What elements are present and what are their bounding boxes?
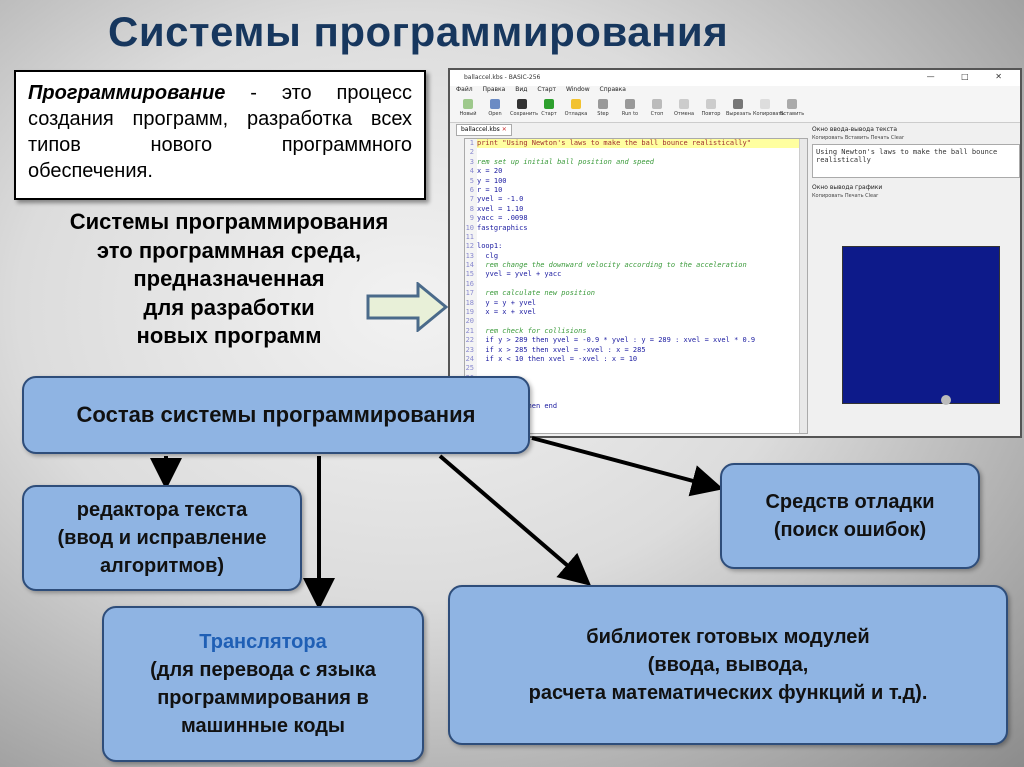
translator-line: (для перевода с языка (150, 656, 376, 684)
libs-line: (ввода, вывода, (648, 651, 809, 679)
libs-line: расчета математических функций и т.д). (529, 679, 928, 707)
composition-box: Состав системы программирования (22, 376, 530, 454)
editor-line: (ввод и исправление (58, 524, 267, 552)
debug-line: (поиск ошибок) (774, 516, 926, 544)
debugger-box: Средств отладки (поиск ошибок) (720, 463, 980, 569)
translator-line: машинные коды (181, 712, 345, 740)
composition-label: Состав системы программирования (77, 400, 476, 431)
translator-line: программирования в (157, 684, 369, 712)
libraries-box: библиотек готовых модулей (ввода, вывода… (448, 585, 1008, 745)
arrow-to-debug (532, 438, 712, 486)
libs-line: библиотек готовых модулей (586, 623, 869, 651)
text-editor-box: редактора текста (ввод и исправление алг… (22, 485, 302, 591)
editor-line: алгоритмов) (100, 552, 224, 580)
translator-title: Транслятора (199, 628, 326, 656)
editor-line: редактора текста (77, 496, 248, 524)
arrow-to-libs (440, 456, 582, 578)
debug-line: Средств отладки (765, 488, 934, 516)
translator-box: Транслятора (для перевода с языка програ… (102, 606, 424, 762)
